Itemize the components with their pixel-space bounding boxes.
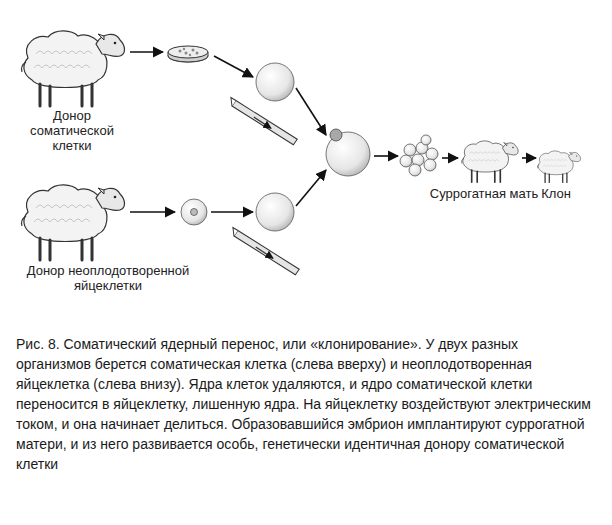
- arrow: [130, 51, 163, 53]
- arrow: [296, 170, 326, 206]
- egg-cell: [181, 199, 207, 225]
- enucleated-egg: [256, 193, 294, 231]
- pipette: [230, 209, 300, 291]
- donor-sheep-somatic: [22, 31, 125, 106]
- arrow: [211, 211, 253, 213]
- somatic-cell: [256, 63, 294, 101]
- figure-label: Суррогатная мать: [429, 186, 539, 201]
- figure-label: Клон: [531, 186, 581, 201]
- transferred-nucleus: [330, 129, 342, 141]
- arrow: [374, 155, 398, 157]
- figure-label: Донор неоплодотворенной яйцеклетки: [8, 263, 208, 293]
- donor-sheep-egg: [22, 185, 125, 260]
- arrow: [522, 157, 536, 159]
- embryo: [400, 135, 438, 176]
- arrow: [214, 56, 253, 77]
- egg-nucleus: [191, 209, 198, 216]
- arrow: [130, 211, 175, 213]
- figure-caption: Рис. 8. Соматический ядерный перенос, ил…: [16, 334, 596, 474]
- petri-dish: [168, 46, 208, 62]
- pipette: [228, 79, 298, 161]
- arrow: [296, 88, 326, 135]
- surrogate-sheep: [462, 141, 519, 182]
- arrow: [442, 157, 458, 159]
- figure-label: Донор соматической клетки: [12, 108, 132, 153]
- clone-lamb: [537, 151, 580, 183]
